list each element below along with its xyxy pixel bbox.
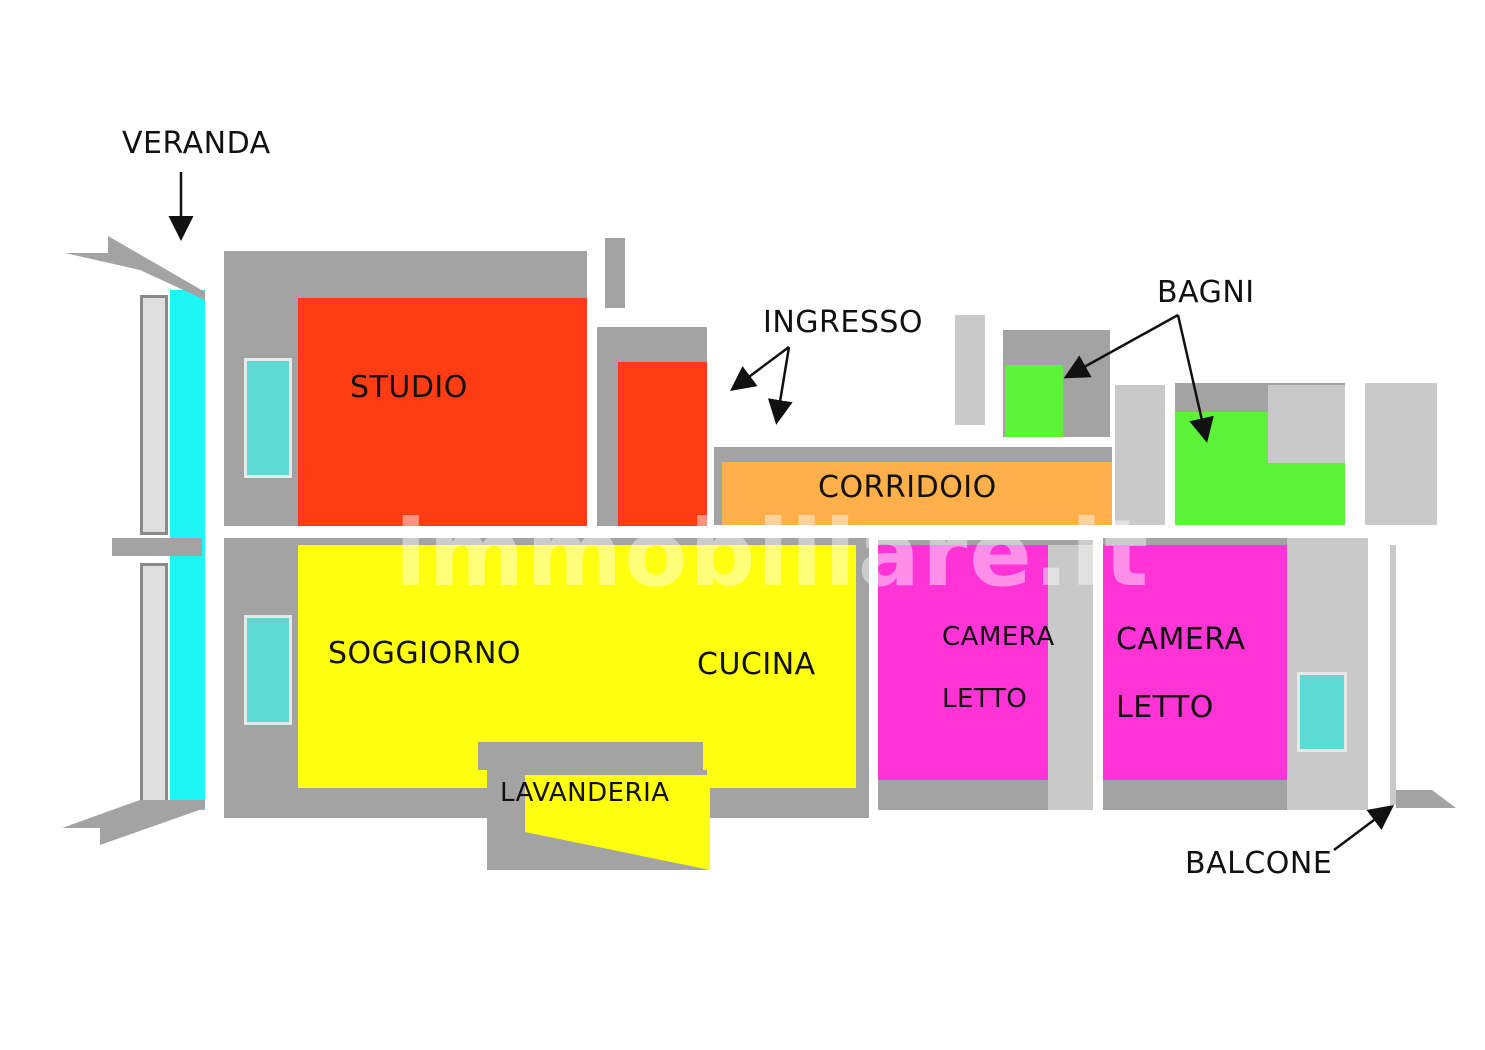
wall-stub [605, 238, 625, 308]
watermark: immobiliare.it [395, 500, 1151, 607]
cucina-label: CUCINA [697, 647, 816, 682]
veranda-door-upper [140, 295, 168, 535]
ingresso-callout: INGRESSO [763, 305, 924, 340]
camera1-label-line2: LETTO [942, 684, 1028, 714]
camera2-label-line2: LETTO [1116, 690, 1214, 725]
veranda-divider [112, 538, 202, 556]
camera1-room [878, 545, 1048, 780]
right-closet [1365, 383, 1437, 525]
ingresso-arrow-icon [767, 346, 793, 425]
bagno2-side-wall [1115, 385, 1165, 525]
soggiorno-window [244, 615, 292, 725]
studio-room [298, 298, 587, 526]
bagni-callout: BAGNI [1157, 275, 1255, 310]
bagno1-room [1005, 365, 1063, 437]
camera2-label-line1: CAMERA [1116, 622, 1246, 657]
camera1-label-line1: CAMERA [942, 622, 1055, 652]
camera1-side-wall [1048, 545, 1093, 810]
ingresso-room [618, 362, 707, 526]
bagno2-partition [1268, 385, 1345, 463]
camera2-window [1297, 672, 1347, 752]
veranda-callout: VERANDA [122, 126, 271, 161]
bagno-wall-stub [955, 315, 985, 425]
balcone-floor [1396, 790, 1456, 808]
studio-window [244, 358, 292, 478]
corridoio-room [722, 462, 1112, 525]
corridoio-label: CORRIDOIO [818, 470, 997, 505]
soggiorno-label: SOGGIORNO [328, 636, 522, 671]
veranda-door-lower [140, 563, 168, 803]
balcone-wall [1390, 545, 1396, 805]
ingresso-arrow-icon [729, 345, 790, 391]
studio-label: STUDIO [350, 370, 468, 405]
lavanderia-label: LAVANDERIA [500, 778, 670, 808]
balcone-callout: BALCONE [1185, 846, 1333, 881]
balcone-arrow-icon [1333, 805, 1394, 851]
lavanderia-top-wall [478, 742, 703, 770]
camera2-room [1103, 545, 1287, 780]
